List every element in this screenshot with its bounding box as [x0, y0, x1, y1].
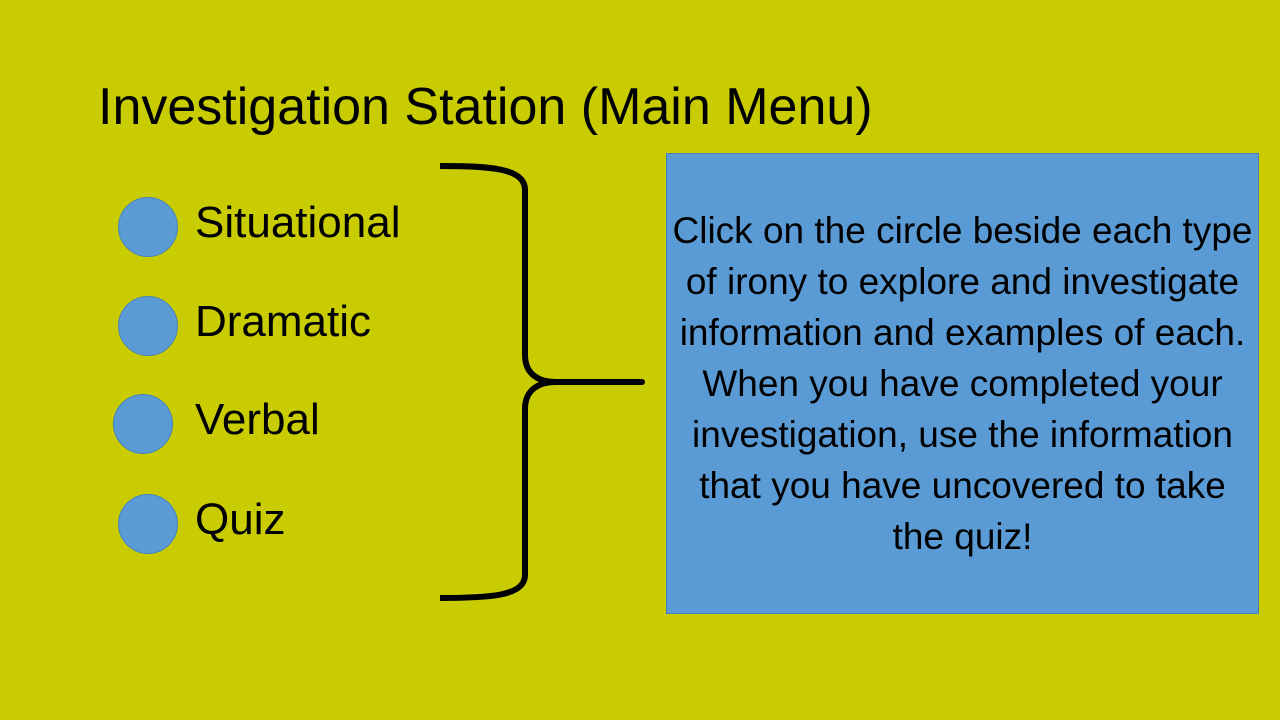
situational-circle-button[interactable] — [118, 197, 178, 257]
right-curly-brace-icon — [439, 163, 645, 601]
menu-item-label: Verbal — [195, 395, 320, 444]
menu-item-label: Quiz — [195, 495, 286, 544]
verbal-circle-button[interactable] — [113, 394, 173, 454]
instructions-box: Click on the circle beside each type of … — [666, 153, 1259, 614]
slide-title: Investigation Station (Main Menu) — [98, 78, 873, 136]
menu-item-label: Dramatic — [195, 297, 372, 346]
dramatic-circle-button[interactable] — [118, 296, 178, 356]
menu-item-label: Situational — [195, 198, 401, 247]
instructions-text: Click on the circle beside each type of … — [672, 210, 1253, 557]
quiz-circle-button[interactable] — [118, 494, 178, 554]
